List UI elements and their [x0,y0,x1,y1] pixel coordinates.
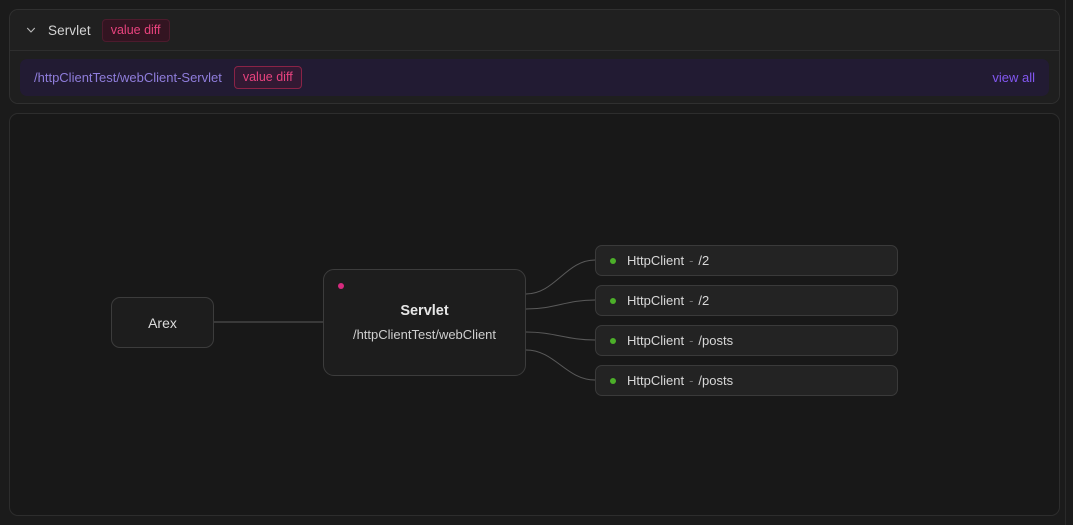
servlet-node-subtitle: /httpClientTest/webClient [352,327,497,342]
green-status-dot [610,377,616,384]
panel-title: Servlet [48,22,91,38]
graph-canvas[interactable]: Arex Servlet /httpClientTest/webClient H… [10,114,1059,515]
pink-status-dot [338,283,344,289]
green-status-dot [610,337,616,344]
value-diff-badge: value diff [101,18,170,42]
httpclient-separator: - [689,373,694,388]
edge-servlet-client-2 [525,331,596,341]
graph-node-httpclient-3[interactable]: HttpClient - /posts [595,365,898,396]
graph-node-httpclient-1[interactable]: HttpClient - /2 [595,285,898,316]
green-status-dot [610,257,616,264]
chevron-down-icon[interactable] [24,23,38,37]
httpclient-separator: - [689,293,694,308]
graph-node-servlet[interactable]: Servlet /httpClientTest/webClient [323,269,526,376]
edge-servlet-client-3 [525,349,596,381]
diff-row-badge: value diff [233,66,302,89]
httpclient-path: /posts [698,333,734,348]
httpclient-name: HttpClient [627,373,685,388]
graph-node-httpclient-2[interactable]: HttpClient - /posts [595,325,898,356]
httpclient-path: /2 [698,253,710,268]
page-scrollbar[interactable] [1065,0,1073,525]
diff-panel-body: /httpClientTest/webClient-Servlet value … [10,51,1059,103]
servlet-node-title: Servlet [400,303,449,319]
edge-servlet-client-1 [525,299,596,310]
httpclient-path: /2 [698,293,710,308]
graph-node-arex[interactable]: Arex [111,297,214,348]
view-all-link[interactable]: view all [992,70,1035,85]
edge-servlet-client-0 [525,259,596,295]
arex-node-label: Arex [148,314,177,331]
httpclient-name: HttpClient [627,293,685,308]
httpclient-name: HttpClient [627,253,685,268]
httpclient-separator: - [689,253,694,268]
httpclient-path: /posts [698,373,734,388]
green-status-dot [610,297,616,304]
diff-row[interactable]: /httpClientTest/webClient-Servlet value … [20,59,1049,96]
diff-row-path: /httpClientTest/webClient-Servlet [34,70,222,85]
httpclient-separator: - [689,333,694,348]
graph-panel[interactable]: Arex Servlet /httpClientTest/webClient H… [9,113,1060,516]
diff-summary-panel: Servlet value diff /httpClientTest/webCl… [9,9,1060,104]
httpclient-name: HttpClient [627,333,685,348]
diff-panel-header[interactable]: Servlet value diff [10,10,1059,51]
graph-node-httpclient-0[interactable]: HttpClient - /2 [595,245,898,276]
